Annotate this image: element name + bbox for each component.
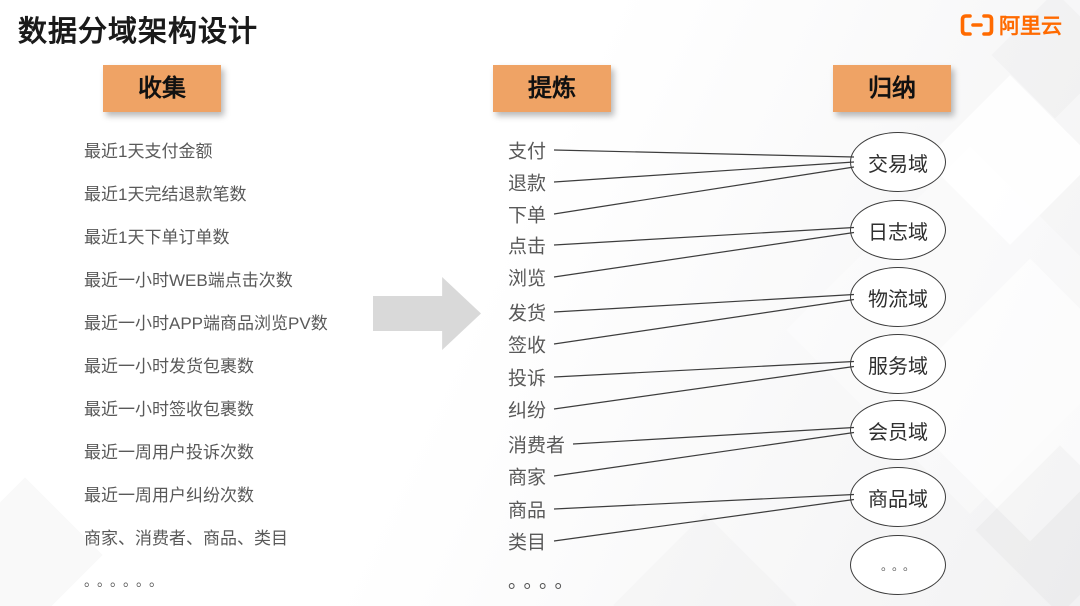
refine-ellipsis-dots: 。。。。	[508, 571, 580, 593]
refine-item: 退款	[508, 173, 547, 195]
alibaba-cloud-logo: 阿里云	[959, 10, 1062, 40]
refine-item: 消费者	[508, 435, 566, 457]
connection-line	[553, 298, 855, 345]
collect-item: 商家、消费者、商品、类目	[84, 529, 288, 548]
refine-item: 投诉	[508, 368, 547, 390]
refine-item: 发货	[508, 303, 547, 325]
collect-item: 最近1天下单订单数	[84, 228, 230, 247]
connection-line	[553, 493, 855, 510]
collect-item: 最近一小时发货包裹数	[84, 357, 254, 376]
collect-item: 最近一周用户投诉次数	[84, 443, 254, 462]
collect-item: 最近一小时WEB端点击次数	[84, 271, 293, 290]
domain-ellipse: 商品域	[850, 467, 946, 527]
domain-ellipse: 日志域	[850, 200, 946, 260]
page-title: 数据分域架构设计	[18, 16, 259, 48]
collect-item: 最近一周用户纠纷次数	[84, 486, 254, 505]
connection-line	[553, 431, 855, 477]
refine-item: 商品	[508, 500, 547, 522]
refine-item: 点击	[508, 236, 547, 258]
domain-ellipsis-dots: 。。。	[880, 558, 920, 573]
refine-item: 纠纷	[508, 400, 547, 422]
connection-line	[553, 161, 855, 183]
connection-line	[572, 426, 855, 445]
refine-item: 浏览	[508, 268, 547, 290]
collect-item: 最近1天支付金额	[84, 142, 213, 161]
connection-line	[553, 166, 855, 215]
connection-line	[553, 149, 855, 158]
alibaba-cloud-bracket-icon	[960, 14, 994, 36]
refine-item: 支付	[508, 141, 547, 163]
collect-item: 最近一小时签收包裹数	[84, 400, 254, 419]
summarize-header-chip: 归纳	[833, 65, 951, 112]
refine-header-chip: 提炼	[493, 65, 611, 112]
connection-line	[553, 360, 855, 378]
domain-ellipse: 服务域	[850, 334, 946, 394]
domain-ellipsis-ellipse: 。。。	[850, 535, 946, 595]
domain-ellipse: 交易域	[850, 132, 946, 192]
collect-header-chip: 收集	[103, 65, 221, 112]
refine-item: 签收	[508, 335, 547, 357]
refine-item: 下单	[508, 205, 547, 227]
collect-item: 最近一小时APP端商品浏览PV数	[84, 314, 328, 333]
refine-item: 类目	[508, 532, 547, 554]
collect-list: 最近1天支付金额最近1天完结退款笔数最近1天下单订单数最近一小时WEB端点击次数…	[84, 130, 328, 603]
refine-item: 商家	[508, 467, 547, 489]
collect-item: 最近1天完结退款笔数	[84, 185, 247, 204]
collect-ellipsis-dots: 。。。。。。	[84, 573, 169, 589]
connection-line	[553, 365, 855, 410]
domain-ellipse: 物流域	[850, 267, 946, 327]
connection-line	[553, 226, 855, 246]
domain-ellipse: 会员域	[850, 400, 946, 460]
flow-arrow-icon	[373, 277, 481, 350]
alibaba-cloud-logo-text: 阿里云	[999, 15, 1062, 38]
connection-line	[553, 231, 855, 278]
connection-line	[553, 293, 855, 313]
connection-line	[553, 498, 855, 542]
